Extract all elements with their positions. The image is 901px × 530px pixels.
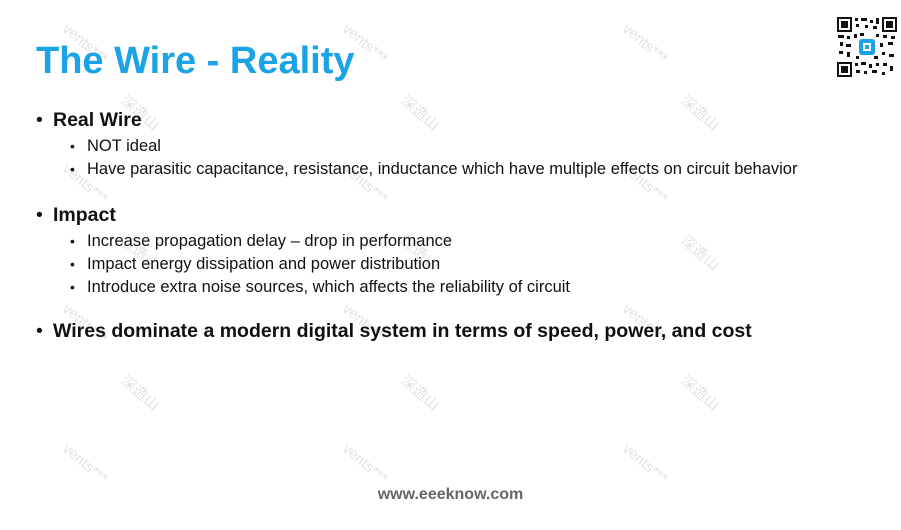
- sub-bullet-text: Have parasitic capacitance, resistance, …: [87, 160, 798, 178]
- watermark-text: 深造山: [397, 372, 443, 415]
- watermark-text: vents***: [59, 440, 111, 488]
- sub-bullet-text: Impact energy dissipation and power dist…: [87, 255, 441, 273]
- bullet-icon: •: [70, 233, 75, 249]
- watermark-text: 深造山: [117, 372, 163, 415]
- bullet-icon: •: [70, 161, 75, 177]
- sub-bullet: • NOT ideal: [36, 137, 856, 155]
- bullet-icon: •: [36, 204, 43, 226]
- bullet-content: • Real Wire • NOT ideal • Have parasitic…: [36, 108, 856, 343]
- section-impact: • Impact • Increase propagation delay – …: [36, 203, 856, 296]
- sub-bullet-text: NOT ideal: [87, 137, 161, 155]
- bullet-heading-text: Wires dominate a modern digital system i…: [53, 320, 752, 342]
- footer-url: www.eeeknow.com: [377, 486, 524, 503]
- section-wires-dominate: • Wires dominate a modern digital system…: [36, 319, 856, 343]
- sub-bullet-text: Increase propagation delay – drop in per…: [87, 232, 453, 250]
- bullet-heading: • Impact: [36, 203, 856, 227]
- sub-bullet: • Introduce extra noise sources, which a…: [36, 278, 856, 296]
- bullet-icon: •: [70, 279, 75, 295]
- sub-bullet: • Increase propagation delay – drop in p…: [36, 232, 856, 250]
- bullet-heading: • Wires dominate a modern digital system…: [36, 319, 856, 343]
- sub-bullet: • Have parasitic capacitance, resistance…: [36, 160, 847, 178]
- bullet-heading: • Real Wire: [36, 108, 856, 132]
- qr-code-icon: [836, 16, 898, 78]
- watermark-text: vents***: [339, 440, 391, 488]
- watermark-text: 深造山: [677, 372, 723, 415]
- watermark-text: vents***: [619, 20, 671, 68]
- sub-bullet-text: Introduce extra noise sources, which aff…: [87, 278, 571, 296]
- bullet-icon: •: [70, 138, 75, 154]
- bullet-icon: •: [70, 256, 75, 272]
- bullet-icon: •: [36, 109, 43, 131]
- bullet-heading-text: Real Wire: [53, 109, 142, 131]
- bullet-icon: •: [36, 320, 43, 342]
- slide-title: The Wire - Reality: [36, 40, 355, 82]
- sub-bullet: • Impact energy dissipation and power di…: [36, 255, 856, 273]
- watermark-text: vents***: [619, 440, 671, 488]
- bullet-heading-text: Impact: [53, 204, 116, 226]
- section-real-wire: • Real Wire • NOT ideal • Have parasitic…: [36, 108, 856, 178]
